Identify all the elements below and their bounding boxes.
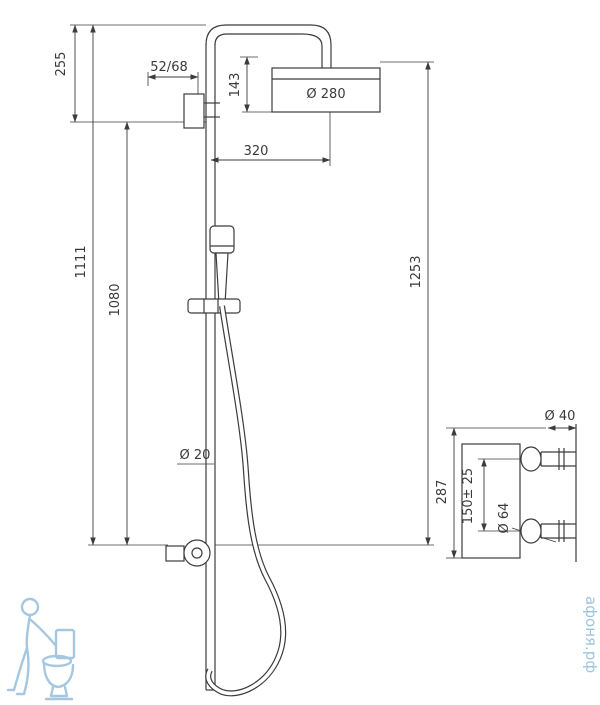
watermark-logo [6,597,76,701]
dim-label-head-diameter: Ø 280 [306,87,345,102]
shower-hose [205,305,287,697]
diverter-valve [165,539,211,567]
dim-label-port-spacing: 150± 25 [461,468,476,524]
dim-label-143: 143 [228,73,243,98]
hand-shower [187,225,241,314]
dim-label-1253: 1253 [409,255,424,288]
dim-label-320: 320 [244,144,269,159]
hand-shower-holder [187,298,241,314]
dim-label-52-68: 52/68 [150,60,187,75]
dim-label-1080: 1080 [108,283,123,316]
wall-bracket [183,93,220,129]
dim-label-mixer-base-diameter: Ø 64 [497,503,512,534]
overhead-shower-head [271,67,381,113]
mixer-detail [461,424,577,562]
dim-label-pipe-diameter: Ø 20 [180,448,211,463]
dim-label-255: 255 [54,52,69,77]
shower-column [205,24,332,691]
dim-label-mixer-pipe-diameter: Ø 40 [545,409,576,424]
watermark-site-text: афоня.рф [582,596,600,673]
dim-label-1111: 1111 [74,245,89,278]
dim-label-287: 287 [435,480,450,505]
